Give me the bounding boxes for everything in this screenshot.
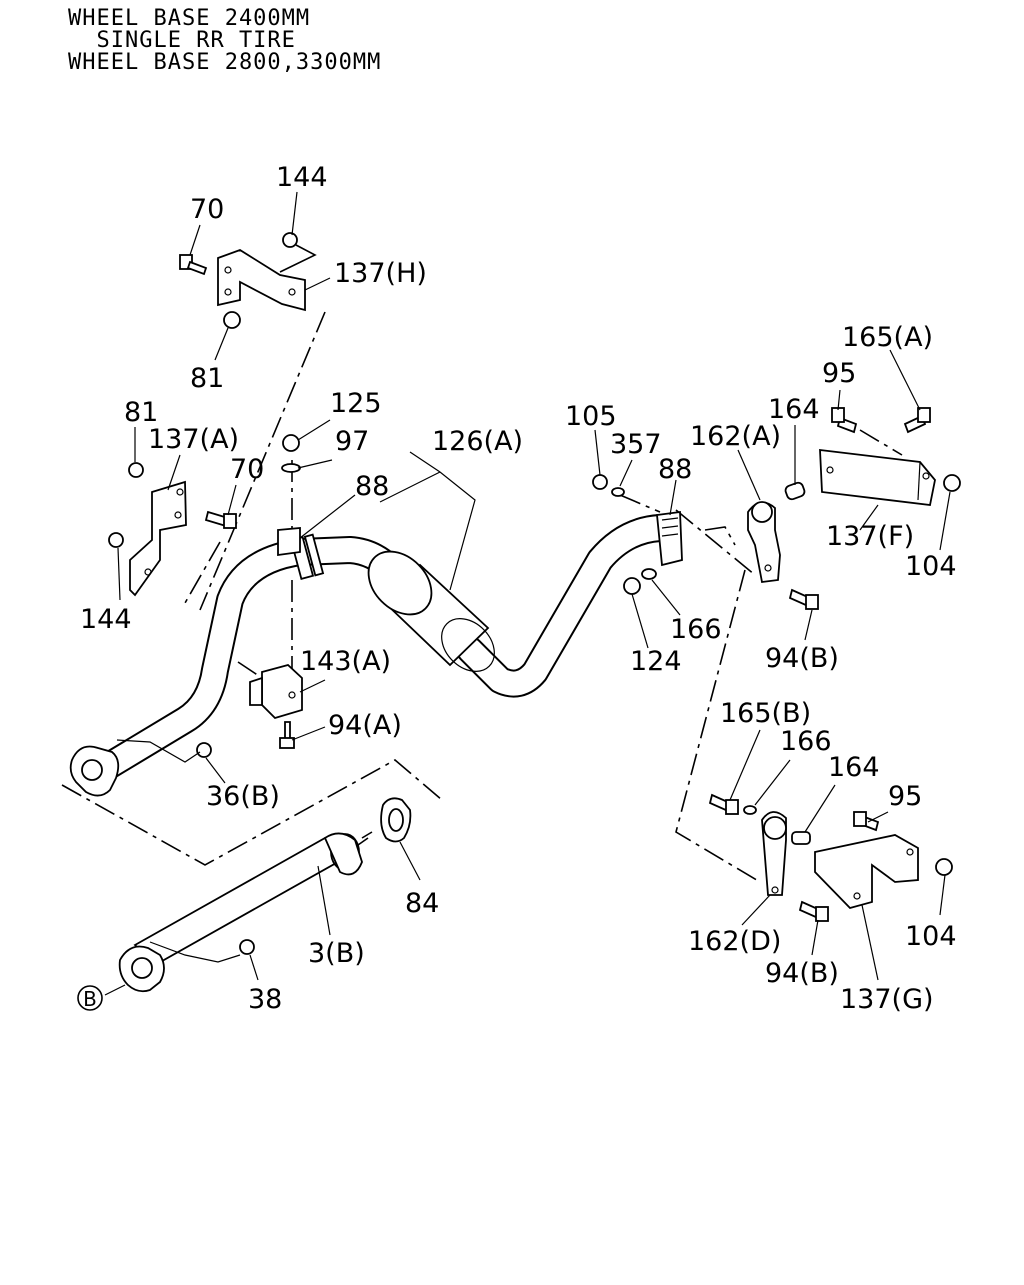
callout-357: 357 — [610, 429, 662, 460]
callout-125: 125 — [330, 388, 382, 419]
bracket-137a — [129, 480, 187, 597]
callout-162a: 162(A) — [690, 421, 781, 452]
callout-94b-top: 94(B) — [765, 643, 839, 674]
callout-81-left: 81 — [124, 397, 158, 428]
nut-washer-upper — [196, 434, 301, 758]
callout-84: 84 — [405, 888, 439, 919]
gasket — [380, 797, 412, 843]
callout-94a: 94(A) — [328, 710, 402, 741]
callout-143a: 143(A) — [300, 646, 391, 677]
callout-137f: 137(F) — [826, 521, 914, 552]
bracket-137f — [819, 407, 961, 506]
callout-81-top: 81 — [190, 363, 224, 394]
header-line-3: WHEEL BASE 2800,3300MM — [68, 50, 382, 75]
callout-166-top: 166 — [670, 614, 722, 645]
callout-3b: 3(B) — [308, 938, 365, 969]
bracket-137g — [814, 811, 953, 910]
callout-166-bottom: 166 — [780, 726, 832, 757]
callout-labels: 144 70 137(H) 81 81 137(A) 70 144 125 97… — [80, 162, 957, 1015]
leader-lines — [104, 191, 951, 996]
callout-164-bottom: 164 — [828, 752, 880, 783]
callout-162d: 162(D) — [688, 926, 781, 957]
reference-b-label: B — [83, 987, 97, 1011]
callout-70-top: 70 — [190, 194, 224, 225]
callout-104-bottom: 104 — [905, 921, 957, 952]
callout-164-top: 164 — [768, 394, 820, 425]
bracket-137h — [217, 244, 317, 312]
callout-104-top: 104 — [905, 551, 957, 582]
assembly-lines — [61, 311, 903, 883]
callout-105: 105 — [565, 401, 617, 432]
callout-144-left: 144 — [80, 604, 132, 635]
catalytic-converter — [367, 550, 495, 672]
callout-95-top: 95 — [822, 358, 856, 389]
fasteners-137h — [179, 232, 298, 329]
callout-38: 38 — [248, 984, 282, 1015]
callout-36b: 36(B) — [206, 781, 280, 812]
hanger-143a — [249, 527, 303, 749]
fasteners-137a — [108, 462, 237, 548]
tail-pipe — [118, 831, 373, 993]
hanger-162a — [747, 481, 819, 610]
callout-144-top: 144 — [276, 162, 328, 193]
nut-38 — [239, 939, 255, 955]
callout-124: 124 — [630, 646, 682, 677]
header-line-1: WHEEL BASE 2400MM — [68, 6, 311, 31]
callout-88-right: 88 — [658, 454, 692, 485]
clamp-right — [592, 474, 683, 595]
callout-165a: 165(A) — [842, 322, 933, 353]
callout-137h: 137(H) — [334, 258, 427, 289]
callout-95-bottom: 95 — [888, 781, 922, 812]
callout-165b: 165(B) — [720, 698, 811, 729]
callout-70-left: 70 — [230, 454, 264, 485]
reference-marker-b: B — [77, 985, 103, 1011]
callout-97: 97 — [335, 426, 369, 457]
hanger-162d — [708, 793, 829, 922]
front-pipe-flange — [69, 745, 120, 797]
callout-137a: 137(A) — [148, 424, 239, 455]
callout-137g: 137(G) — [840, 984, 934, 1015]
header-line-2: SINGLE RR TIRE — [68, 28, 296, 53]
callout-88-left: 88 — [355, 471, 389, 502]
callout-94b-bottom: 94(B) — [765, 958, 839, 989]
callout-126a: 126(A) — [432, 426, 523, 457]
